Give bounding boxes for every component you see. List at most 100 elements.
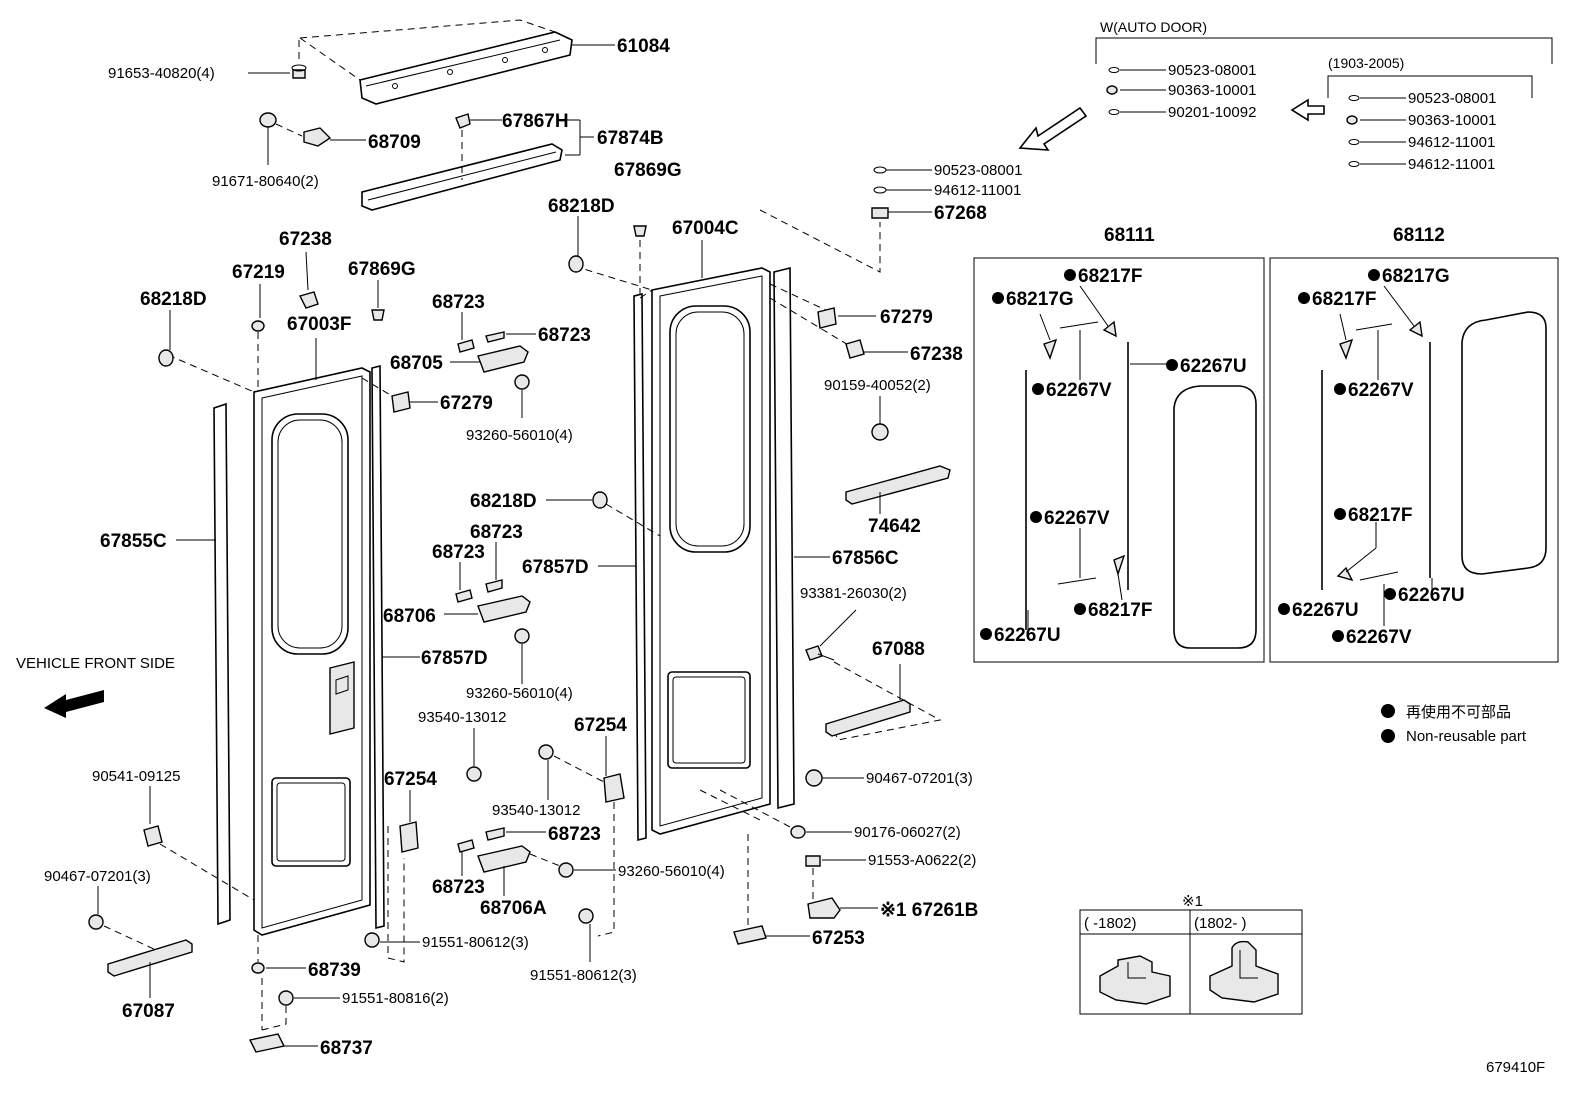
- part-label: 68723: [432, 292, 485, 313]
- part-label: 94612-11001: [934, 182, 1021, 199]
- bolt-91653: [248, 40, 307, 79]
- bolt-91551-bottom: [261, 978, 340, 1031]
- auto-door-part: 90201-10092: [1168, 104, 1256, 121]
- part-label: 68218D: [140, 289, 207, 310]
- part-label: 67857D: [522, 557, 589, 578]
- arm-74642: [845, 465, 951, 514]
- part-label: 93540-13012: [418, 709, 506, 726]
- auto-door-range-part: 90523-08001: [1408, 90, 1496, 107]
- part-label: 68723: [432, 877, 485, 898]
- auto-door-part: 90363-10001: [1168, 82, 1256, 99]
- auto-door-range: (1903-2005): [1328, 55, 1404, 71]
- auto-door-range-part: 94612-11001: [1408, 134, 1495, 151]
- part-label: 67279: [440, 393, 493, 414]
- note-mark: ※1: [1182, 893, 1203, 910]
- part-label: 68723: [538, 325, 591, 346]
- part-label: 68723: [432, 542, 485, 563]
- bolt-90159: [871, 396, 889, 441]
- part-label: 67219: [232, 262, 285, 283]
- panel-label: 62267V: [1046, 380, 1112, 401]
- part-label: 90523-08001: [934, 162, 1022, 179]
- lower-rail-67874B: [361, 113, 594, 211]
- bracket-67261B: [807, 897, 878, 919]
- part-label: 67268: [934, 203, 987, 224]
- bracket-67254-right: [597, 736, 625, 937]
- panel-label: 68217F: [1088, 600, 1152, 621]
- part-label: 93260-56010(4): [466, 685, 573, 702]
- bushing-90541: [143, 786, 255, 901]
- part-label: 90159-40052(2): [824, 377, 931, 394]
- part-label: 67004C: [672, 218, 739, 239]
- part-label: 93540-13012: [492, 802, 580, 819]
- panel-title: 68112: [1393, 225, 1445, 246]
- weatherstrip-67857D-left: [371, 364, 420, 930]
- note-table: [1079, 909, 1303, 1015]
- roller-67253: [733, 834, 810, 945]
- part-label: 91671-80640(2): [212, 173, 319, 190]
- panel-68111-labels: [980, 269, 1178, 640]
- part-label: 67857D: [421, 648, 488, 669]
- washer-stack-center: [871, 166, 932, 219]
- part-label: 61084: [617, 36, 670, 57]
- cap-67219: [251, 284, 265, 392]
- vehicle-front-arrow: [44, 690, 104, 718]
- bolt-93381: [805, 609, 942, 741]
- part-label: 91653-40820(4): [108, 65, 215, 82]
- bolt-91551-center: [578, 908, 594, 962]
- legend-en: Non-reusable part: [1406, 728, 1527, 745]
- figure-code: 679410F: [1486, 1059, 1545, 1076]
- panel-label: 62267U: [1180, 356, 1247, 377]
- part-label: 67003F: [287, 314, 351, 335]
- hinge-68705: [450, 312, 536, 418]
- note-col-1: ( -1802): [1084, 915, 1137, 932]
- bracket-68709: [259, 112, 366, 165]
- part-label: 67869G: [614, 160, 682, 181]
- part-label: 91551-80816(2): [342, 990, 449, 1007]
- vehicle-front-label: VEHICLE FRONT SIDE: [16, 655, 175, 672]
- part-label: 68705: [390, 353, 443, 374]
- auto-door-title: W(AUTO DOOR): [1100, 19, 1207, 35]
- hinge-68706: [444, 542, 531, 684]
- part-label: 90176-06027(2): [854, 824, 961, 841]
- part-label: 67869G: [348, 259, 416, 280]
- part-label: 68709: [368, 132, 421, 153]
- panel-label: 62267V: [1348, 380, 1414, 401]
- part-label: 68723: [548, 824, 601, 845]
- part-label: 68706A: [480, 898, 547, 919]
- part-label: 67874B: [597, 128, 664, 149]
- legend: [1381, 704, 1395, 743]
- auto-door-range-part: 94612-11001: [1408, 156, 1495, 173]
- panel-label: 62267U: [1398, 585, 1465, 606]
- bolt-93540-left: [466, 728, 482, 782]
- door-67004C: [573, 265, 771, 835]
- stopper-67279-left: [361, 377, 438, 413]
- part-label: 68737: [320, 1038, 373, 1059]
- bolt-91553: [805, 855, 866, 900]
- part-label: 67238: [279, 229, 332, 250]
- part-label: 68706: [383, 606, 436, 627]
- panel-label: 62267U: [1292, 600, 1359, 621]
- panel-label: 68217F: [1078, 266, 1142, 287]
- guide-67087: [107, 939, 193, 998]
- part-label: 68218D: [470, 491, 537, 512]
- part-label: 67088: [872, 639, 925, 660]
- hinge-68706A: [457, 827, 616, 896]
- part-label: 91551-80612(3): [530, 967, 637, 984]
- guide-67088: [825, 664, 911, 737]
- nut-90176: [719, 789, 852, 839]
- part-label: 68723: [470, 522, 523, 543]
- part-label: 67087: [122, 1001, 175, 1022]
- part-label: 90541-09125: [92, 768, 180, 785]
- panel-label: 68217F: [1312, 289, 1376, 310]
- panel-title: 68111: [1104, 225, 1155, 246]
- part-label: 67254: [384, 769, 437, 790]
- auto-door-box: [1095, 37, 1553, 167]
- bolt-93540-right: [538, 744, 605, 800]
- clip-67869G-left: [371, 280, 385, 321]
- arrow-auto-door: [1018, 106, 1088, 151]
- panel-label: 62267V: [1346, 627, 1412, 648]
- part-label: 91551-80612(3): [422, 934, 529, 951]
- glass-panel-68112: [1269, 257, 1559, 663]
- part-label: 90467-07201(3): [44, 868, 151, 885]
